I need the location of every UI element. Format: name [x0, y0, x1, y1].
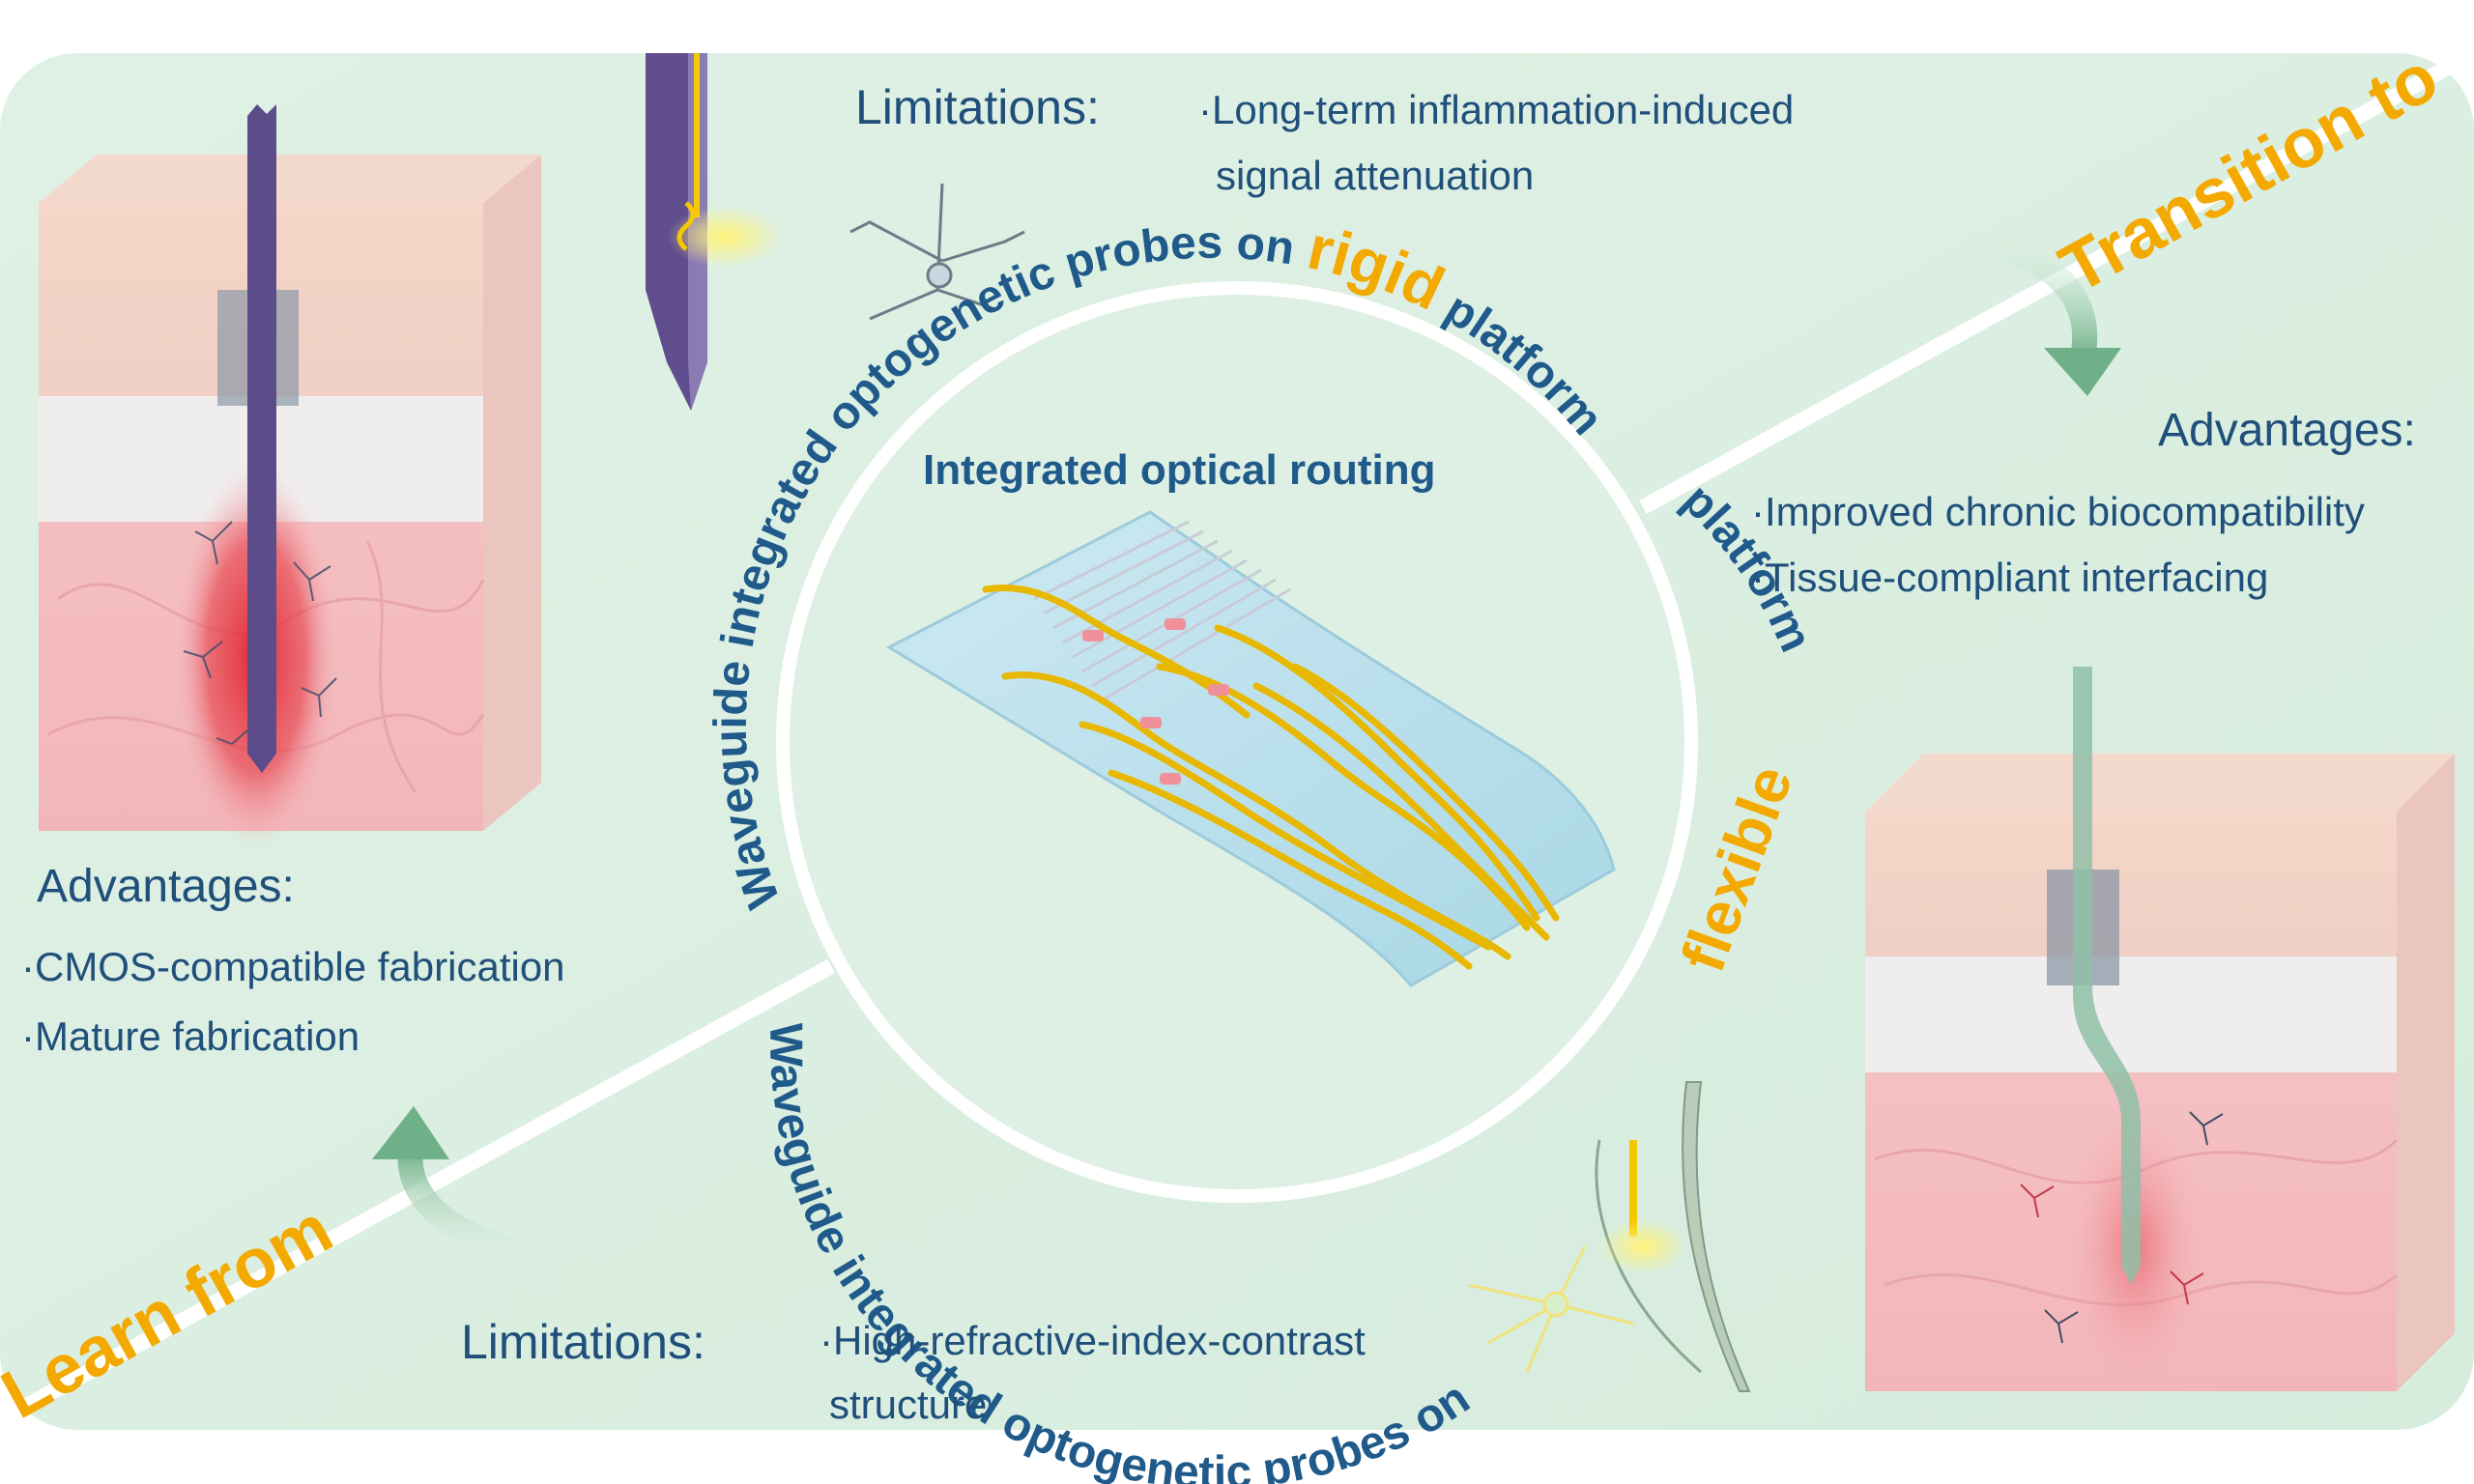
bottom-limitations-item-2: structure [829, 1382, 988, 1427]
neurons-right [2020, 1111, 2224, 1344]
top-limitations-item-1: ·Long-term inflammation-induced [1198, 87, 1795, 132]
center-title: Integrated optical routing [923, 446, 1436, 494]
top-neuron-icon [849, 183, 1025, 321]
flexible-probe-tissue-block [1865, 754, 2455, 1391]
bottom-limitations-item-1: ·High-refractive-index-contrast [820, 1318, 1366, 1363]
top-limitations-label: Limitations: [855, 80, 1100, 134]
rigid-probe-tissue-block [39, 155, 541, 850]
right-advantages-label: Advantages: [2158, 405, 2416, 456]
left-advantages-item-1: ·CMOS-compatible fabrication [21, 944, 565, 989]
bottom-flexible-probe [1595, 1081, 1751, 1392]
left-advantages-label: Advantages: [37, 861, 295, 912]
bottom-limitations-label: Limitations: [461, 1315, 705, 1369]
top-rigid-probe [646, 53, 783, 411]
learn-arrow-icon [372, 1106, 515, 1259]
top-limitations-item-2: signal attenuation [1216, 153, 1535, 198]
left-advantages-item-2: ·Mature fabrication [21, 1013, 360, 1059]
right-advantages-item-1: ·Improved chronic biocompatibility [1751, 489, 2365, 534]
center-waveguide-chip [885, 510, 1616, 987]
neurons-cluster-left [183, 521, 337, 745]
rigid-probe-shank [247, 104, 276, 773]
transition-arrow-icon [1998, 239, 2121, 396]
flexible-probe-shank [2073, 667, 2141, 1285]
bottom-neuron-icon [1468, 1245, 1634, 1373]
right-advantages-item-2: ·Tissue-compliant interfacing [1751, 555, 2269, 600]
